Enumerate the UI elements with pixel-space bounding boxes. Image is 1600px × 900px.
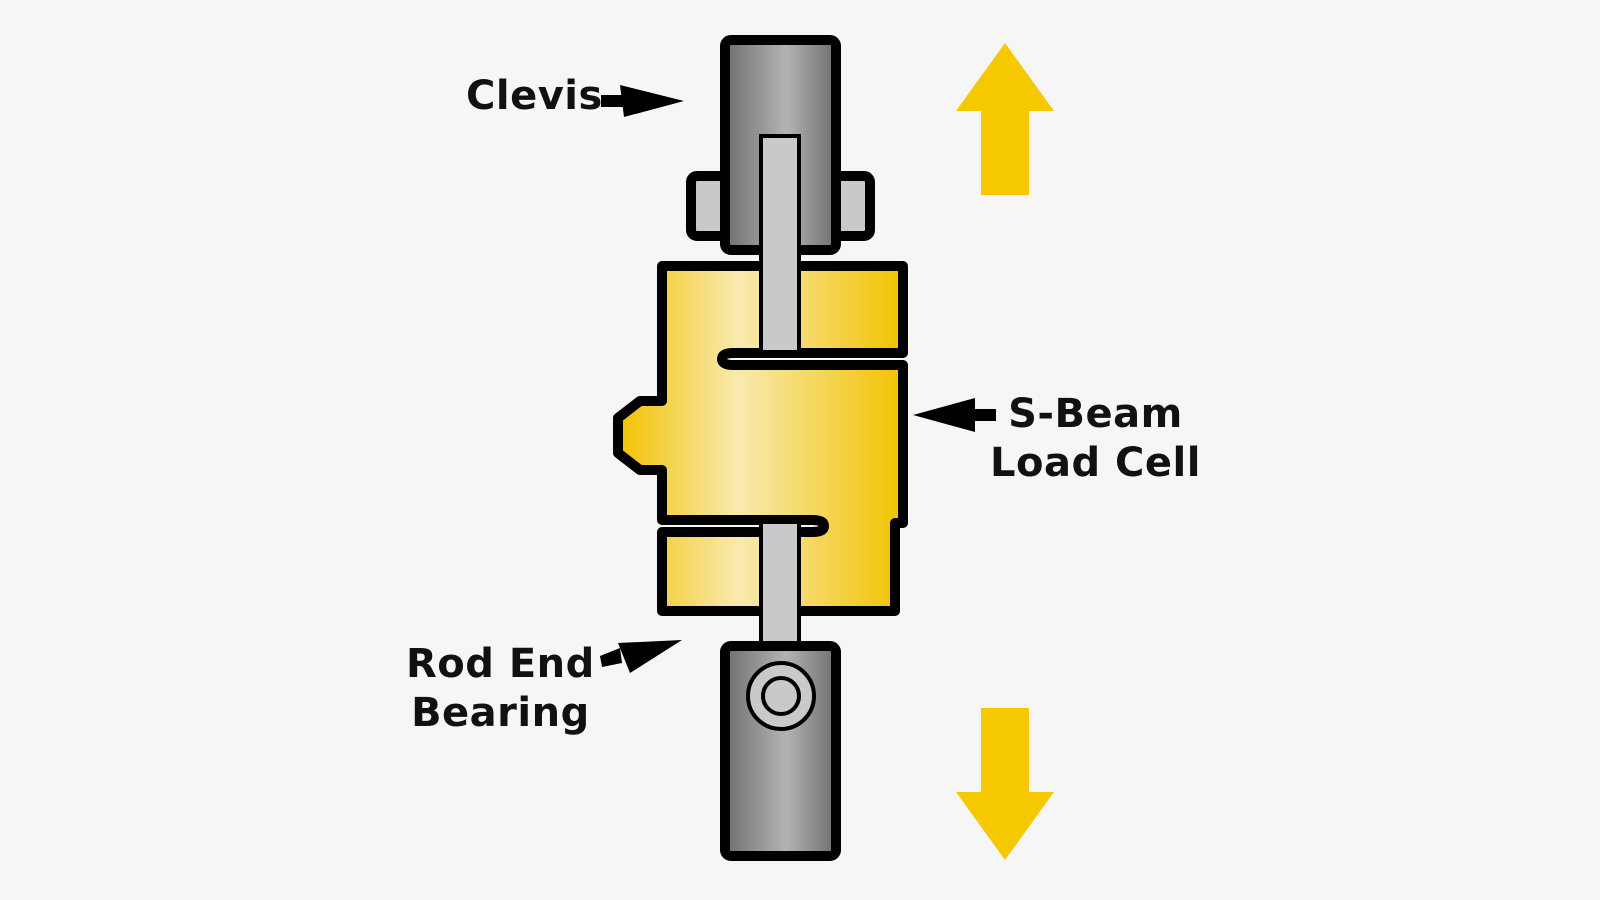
bearing-inner-ring (761, 676, 801, 716)
sbeam-load-cell-label: S-Beam Load Cell (990, 390, 1201, 488)
down-arrow-icon (956, 708, 1054, 860)
lower-pin (759, 520, 801, 654)
sbeam-label-line1: S-Beam (1008, 391, 1183, 437)
pointer-arrow-icon (601, 85, 684, 117)
pointer-arrow-icon (600, 640, 682, 673)
up-arrow-icon (956, 43, 1054, 195)
upper-pin (759, 134, 801, 354)
clevis-label: Clevis (466, 73, 603, 119)
sbeam-label-line2: Load Cell (990, 440, 1201, 486)
rodend-label-line1: Rod End (406, 641, 595, 687)
pointer-arrow-icon (913, 398, 996, 432)
rodend-label-line2: Bearing (411, 690, 590, 736)
rod-end-bearing-label: Rod End Bearing (406, 640, 595, 738)
sbeam-load-cell-body (613, 261, 908, 616)
